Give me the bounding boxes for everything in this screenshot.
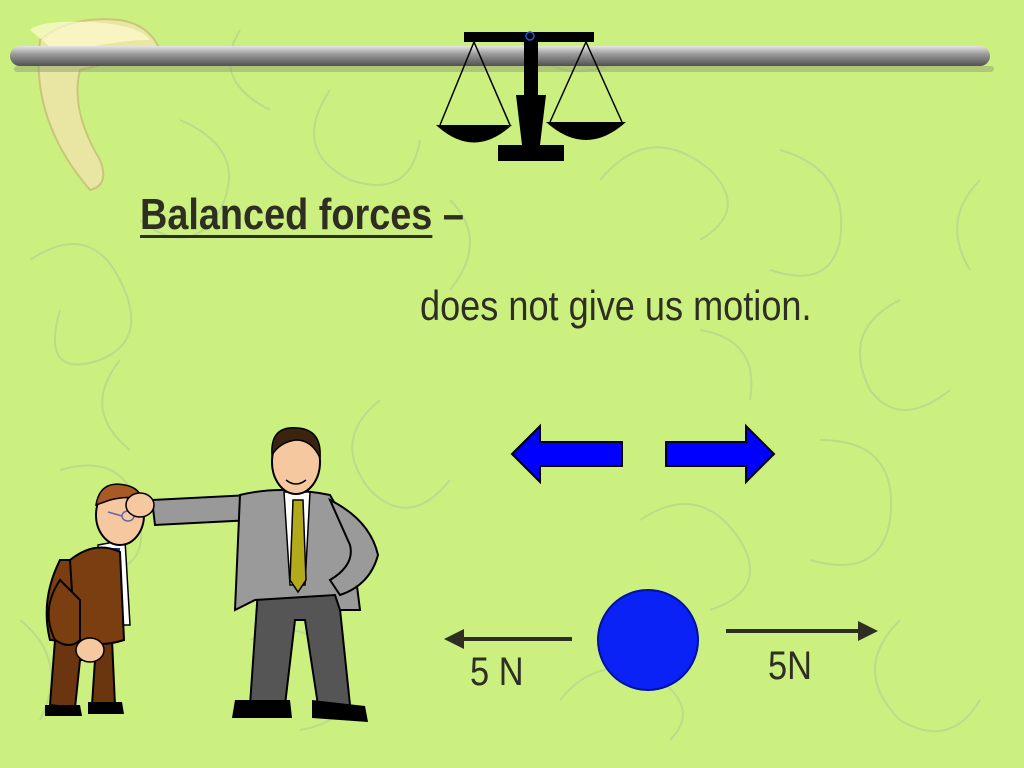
left-force-arrow [444, 629, 572, 649]
small-man [45, 483, 145, 716]
left-arrow-icon [510, 423, 623, 485]
balance-scale-icon [436, 31, 626, 161]
right-force-arrow [726, 621, 878, 641]
left-force-label: 5 N [470, 650, 524, 694]
subtitle: does not give us motion. [420, 282, 812, 329]
slide-title: Balanced forces – [140, 190, 464, 240]
right-arrow-icon [665, 423, 776, 485]
ball-icon [597, 589, 699, 691]
scale-bar [10, 31, 994, 161]
tall-man [125, 427, 380, 722]
title-dash: – [442, 190, 464, 239]
right-force-label: 5N [768, 644, 812, 688]
title-text: Balanced forces [140, 190, 433, 239]
